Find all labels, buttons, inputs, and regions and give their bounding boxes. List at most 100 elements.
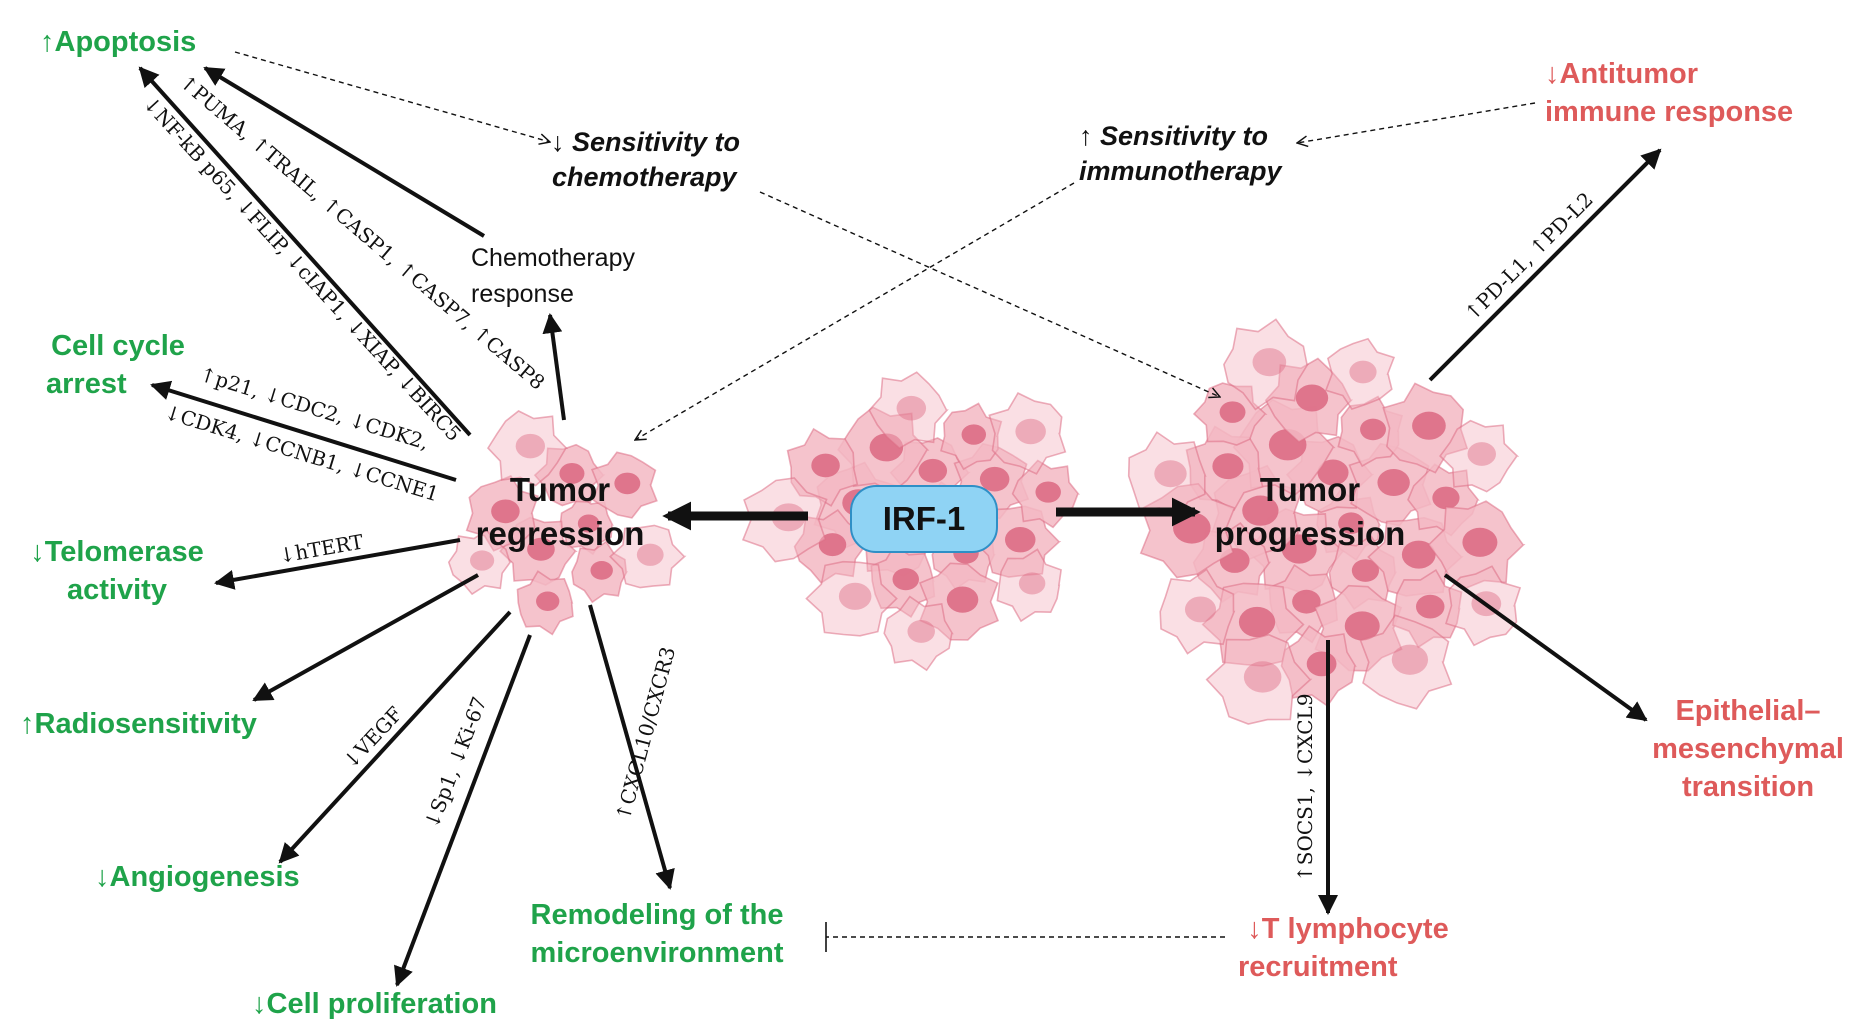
immuno-sensitivity-line1: ↑ Sensitivity to (1079, 121, 1269, 151)
arrow-to-radiosensitivity (252, 573, 479, 702)
cell-nucleus (1035, 481, 1061, 503)
arrow-to-apoptosis-1 (203, 66, 486, 238)
cell-nucleus (527, 537, 555, 561)
telomerase-activity-label: ↓Telomerase activity (14, 533, 220, 609)
cell-nucleus (907, 619, 935, 643)
tumor-cell (868, 371, 949, 450)
cell-nucleus (1292, 589, 1321, 614)
remodeling-label: Remodeling of the microenvironment (512, 896, 802, 972)
cell-nucleus (577, 514, 600, 533)
emt-line2: mesenchymal (1652, 733, 1844, 765)
tcell-line2: recruitment (1238, 951, 1398, 983)
cell-nucleus (491, 499, 520, 524)
chemotherapy-response-label: Chemotherapy response (471, 240, 635, 312)
cell-nucleus (1238, 606, 1276, 638)
cell-nucleus (892, 568, 919, 591)
remodeling-line1: Remodeling of the (530, 899, 784, 931)
tumor-cell (1359, 614, 1453, 710)
cell-nucleus (811, 453, 840, 478)
cell-nucleus (1317, 459, 1349, 486)
cell-nucleus (590, 561, 613, 580)
chemo-sensitivity-line1: ↓ Sensitivity to (551, 127, 741, 157)
arrow-to-remodeling (588, 604, 675, 890)
radiosensitivity-label: ↑Radiosensitivity (20, 708, 257, 740)
emt-label: Epithelial– mesenchymal transition (1636, 692, 1860, 806)
tumor-cell (996, 548, 1062, 623)
cell-nucleus (1184, 596, 1217, 623)
cell-nucleus (536, 591, 560, 611)
apoptosis-label: ↑Apoptosis (40, 26, 197, 58)
remodeling-line2: microenvironment (530, 937, 784, 969)
cell-nucleus (896, 395, 927, 421)
cell-nucleus (1349, 360, 1377, 384)
antitumor-line2: immune response (1545, 96, 1794, 128)
dashed-antitumor-to-immuno-sensitivity (1297, 102, 1536, 143)
cell-nucleus (614, 472, 641, 495)
chemotherapy-response-line1: Chemotherapy (471, 244, 635, 272)
tumor-cell (609, 524, 687, 589)
cell-nucleus (961, 424, 987, 445)
cell-nucleus (1242, 495, 1279, 526)
dashed-chemo-sensitivity-to-progression (759, 191, 1220, 397)
arrow-to-proliferation (394, 634, 532, 987)
arrow-to-antitumor (1428, 148, 1662, 382)
cell-nucleus (1004, 526, 1036, 553)
telomerase-line2: activity (67, 574, 167, 606)
cell-nucleus (1154, 460, 1187, 488)
emt-line1: Epithelial– (1675, 695, 1821, 727)
cell-nucleus (1462, 527, 1498, 557)
cell-nucleus (1295, 384, 1329, 412)
cell-cycle-arrest-label: Cell cycle arrest (30, 327, 206, 403)
molecules-tcell: ↑SOCS1, ↓CXCL9 (1293, 693, 1317, 882)
immuno-sensitivity-line2: immunotherapy (1079, 156, 1282, 186)
cell-nucleus (1412, 411, 1446, 440)
chemo-sensitivity-label: ↓ Sensitivity to chemotherapy (551, 125, 740, 195)
cell-nucleus (470, 550, 495, 571)
arrow-to-cell-cycle (150, 380, 457, 482)
tumor-regression-line2: regression (475, 515, 645, 552)
cell-nucleus (1252, 348, 1287, 377)
dashed-immuno-sensitivity-to-regression (635, 182, 1075, 440)
molecules-pd-ligands: ↑PD-L1, ↑PD-L2 (1460, 187, 1598, 325)
arrow-to-telomerase (214, 538, 461, 590)
cell-nucleus (1243, 661, 1282, 693)
cell-nucleus (1306, 651, 1337, 677)
arrow-to-angiogenesis (278, 610, 512, 864)
arrow-to-emt (1443, 573, 1648, 722)
cell-nucleus (1015, 418, 1046, 445)
cell-nucleus (918, 458, 948, 483)
cell-nucleus (946, 586, 979, 613)
cell-nucleus (1360, 418, 1386, 441)
cell-nucleus (515, 433, 546, 459)
irf1-label: IRF-1 (850, 485, 998, 553)
dashed-apoptosis-to-chemo-sensitivity (234, 51, 550, 142)
tumor-cell (1324, 337, 1396, 411)
cell-proliferation-label: ↓Cell proliferation (252, 988, 497, 1020)
angiogenesis-label: ↓Angiogenesis (95, 861, 300, 893)
tumor-cell (1439, 419, 1520, 493)
chemotherapy-response-line2: response (471, 280, 574, 308)
cell-nucleus (1432, 486, 1460, 510)
arrow-to-apoptosis-2 (138, 66, 472, 437)
tumor-progression-cluster (1127, 318, 1526, 725)
cell-cycle-line1: Cell cycle (51, 330, 185, 362)
cell-nucleus (1219, 401, 1246, 423)
cell-nucleus (1344, 611, 1380, 641)
tumor-cell (805, 560, 898, 637)
tumor-regression-line1: Tumor (509, 471, 611, 508)
tumor-cell (1444, 565, 1522, 647)
cell-nucleus (1467, 442, 1496, 466)
cell-cycle-line2: arrest (46, 368, 127, 400)
cell-nucleus (1338, 512, 1365, 534)
tumor-progression-label: Tumor progression (1195, 468, 1425, 556)
tumor-progression-line2: progression (1214, 515, 1406, 552)
tumor-cell (1205, 633, 1313, 725)
cell-nucleus (559, 463, 585, 484)
cell-nucleus (1415, 594, 1445, 619)
antitumor-immune-label: ↓Antitumor immune response (1545, 55, 1793, 131)
tumor-cell (883, 595, 954, 672)
emt-line3: transition (1681, 771, 1815, 803)
tumor-cell (486, 410, 569, 487)
tumor-cell (447, 529, 512, 596)
cell-nucleus (1377, 469, 1410, 497)
